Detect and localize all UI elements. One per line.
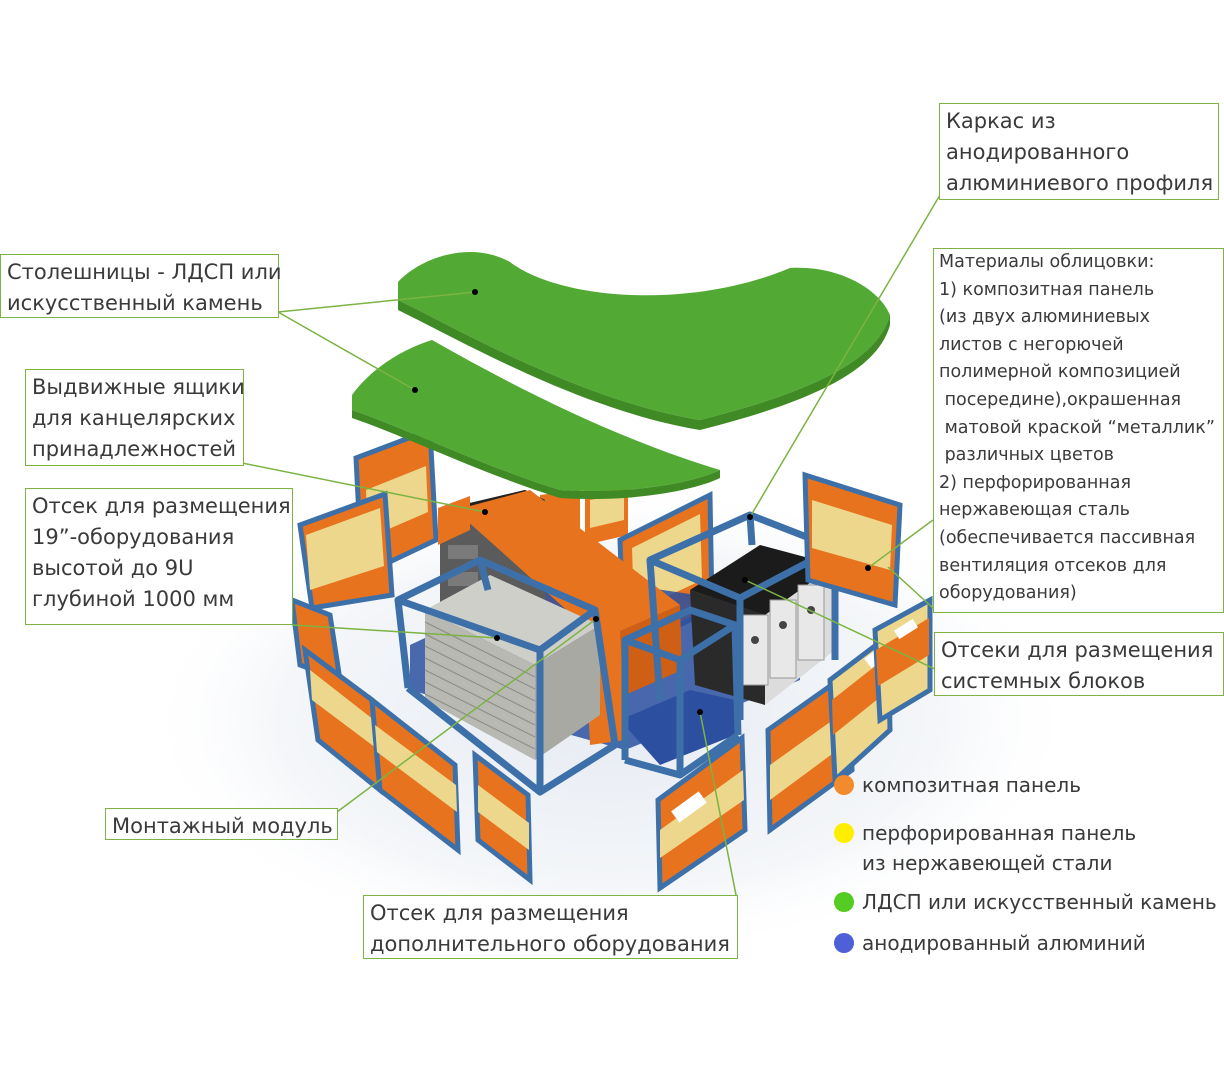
- panel-front-right-4: [872, 595, 933, 725]
- callout-frame: Каркас из анодированного алюминиевого пр…: [939, 103, 1219, 200]
- legend-dot-blue: [834, 933, 854, 953]
- legend-item-perforated: перфорированная панель из нержавеющей ст…: [834, 818, 1136, 938]
- panel-front-right-1: [655, 733, 748, 893]
- rack-bay-frame: [394, 556, 619, 796]
- panel-front-left-3: [368, 694, 461, 856]
- callout-system-units: Отсеки для размещения системных блоков: [934, 632, 1224, 696]
- tabletop-front: [352, 340, 720, 491]
- callout-mount-module: Монтажный модуль: [105, 808, 338, 840]
- leader-dots: [412, 289, 871, 715]
- center-beam: [455, 490, 680, 640]
- callout-rack-bay: Отсек для размещения 19”-оборудования вы…: [25, 488, 293, 625]
- tabletop-back: [398, 252, 890, 420]
- column-back-mid-yellow: [590, 494, 624, 528]
- legend-label: ЛДСП или искусственный камень: [862, 890, 1217, 914]
- legend-item-aluminium: анодированный алюминий: [834, 928, 1146, 1048]
- panel-front-mid: [472, 749, 533, 886]
- legend-dot-yellow: [834, 823, 854, 843]
- legend-label: анодированный алюминий: [862, 931, 1146, 955]
- callout-extra-bay: Отсек для размещения дополнительного обо…: [363, 895, 738, 959]
- panel-right-rear: [802, 471, 903, 609]
- legend-label: перфорированная панель из нержавеющей ст…: [862, 821, 1137, 875]
- legend-item-ldsp: ЛДСП или искусственный камень: [834, 887, 1217, 1007]
- legend-item-composite: композитная панель: [834, 770, 1081, 890]
- extra-bay-frame: [621, 606, 742, 779]
- leader-lines: [241, 194, 941, 901]
- legend-dot-orange: [834, 775, 854, 795]
- callout-drawers: Выдвижные ящики для канцелярских принадл…: [25, 369, 245, 466]
- callout-tabletops: Столешницы - ЛДСП или искусственный каме…: [0, 254, 282, 318]
- panel-left-tall: [297, 490, 395, 611]
- legend-label: композитная панель: [862, 773, 1082, 797]
- callout-cladding: Материалы облицовки: 1) композитная пане…: [933, 248, 1224, 613]
- legend-dot-green: [834, 892, 854, 912]
